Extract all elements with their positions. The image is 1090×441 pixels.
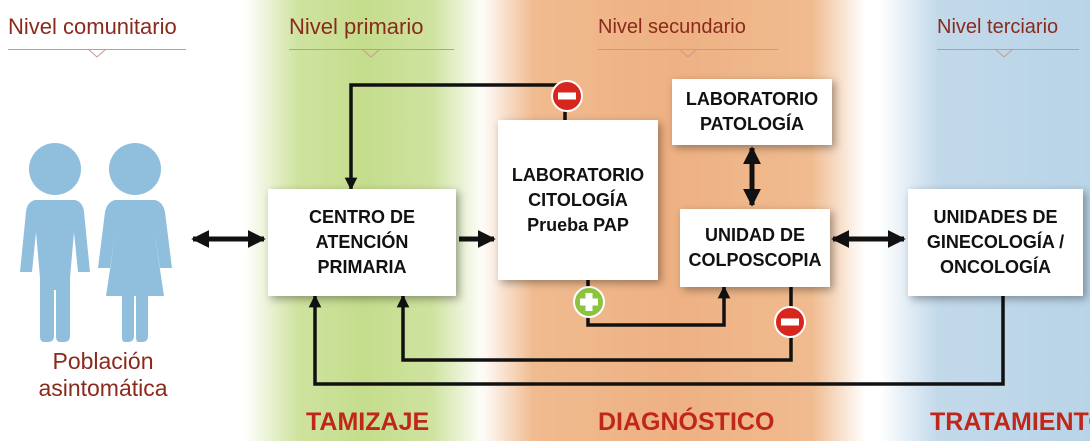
box-label-line: GINECOLOGÍA / [926,232,1065,252]
box-label-line: COLPOSCOPIA [688,250,822,270]
population-label-line: Población [52,348,154,374]
level-underline-community [8,49,186,50]
level-underline-tertiary [937,49,1079,50]
box-label-line: PRIMARIA [317,257,407,277]
box-label-line: UNIDAD DE [704,225,805,245]
negative-result-icon [551,80,583,112]
box-label-line: ONCOLOGÍA [940,257,1051,277]
gynecology-oncology-box: UNIDADES DE GINECOLOGÍA / ONCOLOGÍA [908,189,1083,296]
box-label-line: CITOLOGÍA [528,189,628,210]
level-underline-primary [289,49,454,50]
chevron-down-icon [87,48,107,58]
level-title-tertiary: Nivel terciario [937,16,1059,38]
level-title-primary: Nivel primario [289,14,424,39]
person-icon [20,143,90,342]
colposcopy-unit-box: UNIDAD DE COLPOSCOPIA [680,209,830,287]
person-icon [98,143,172,342]
box-label-line: PATOLOGÍA [699,114,804,134]
asymptomatic-population-label: Población asintomática [28,348,178,402]
box-label-line: LABORATORIO [685,89,819,109]
positive-result-icon [573,286,605,318]
chevron-down-icon [361,48,381,58]
box-label-line: LABORATORIO [511,164,645,185]
cytology-lab-box: LABORATORIO CITOLOGÍA Prueba PAP [498,120,658,280]
stage-label-diagnosis: DIAGNÓSTICO [598,408,775,436]
primary-care-center-box: CENTRO DE ATENCIÓN PRIMARIA [268,189,456,296]
chevron-down-icon [994,48,1014,58]
box-label-line: UNIDADES DE [933,207,1058,227]
population-label-line: asintomática [38,375,168,401]
level-title-community: Nivel comunitario [8,14,177,39]
chevron-down-icon [678,48,698,58]
box-label-line: ATENCIÓN [315,232,409,252]
negative-result-icon [774,306,806,338]
pathology-lab-box: LABORATORIO PATOLOGÍA [672,79,832,145]
level-title-secondary: Nivel secundario [598,16,746,38]
stage-label-treatment: TRATAMIENTO [930,408,1090,436]
box-label-line: CENTRO DE [308,207,415,227]
box-label-line: Prueba PAP [527,214,629,235]
level-underline-secondary [598,49,778,50]
stage-label-screening: TAMIZAJE [306,408,430,436]
